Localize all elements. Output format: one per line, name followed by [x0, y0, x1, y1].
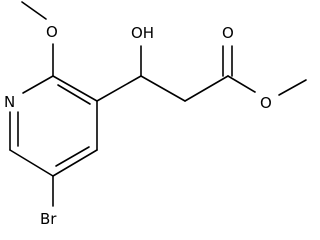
atom-label-methoxy-oxygen: O [46, 23, 58, 41]
bond-c2-c3 [52, 75, 98, 102]
bond-ch2-ccarbonyl [184, 75, 229, 102]
bond-o-ch3-methoxy [21, 1, 47, 20]
atom-label-bromine: Br [40, 210, 57, 228]
bond-c5-c6 [9, 149, 54, 177]
bond-c2-c3-inner [57, 84, 91, 105]
bond-c3-choh [96, 75, 142, 102]
bond-n-c2 [22, 75, 54, 94]
atom-label-nitrogen: N [4, 93, 15, 111]
bond-c4-c5 [52, 149, 98, 177]
bond-c-o-ester [227, 75, 256, 93]
atom-label-ester-oxygen: O [260, 94, 272, 112]
bond-choh-ch2 [140, 75, 186, 102]
atom-label-hydroxyl: OH [131, 24, 154, 42]
bond-o-ch3-ester [278, 79, 307, 96]
atom-label-carbonyl-oxygen: O [222, 24, 234, 42]
bond-c4-c5-inner [55, 146, 90, 167]
